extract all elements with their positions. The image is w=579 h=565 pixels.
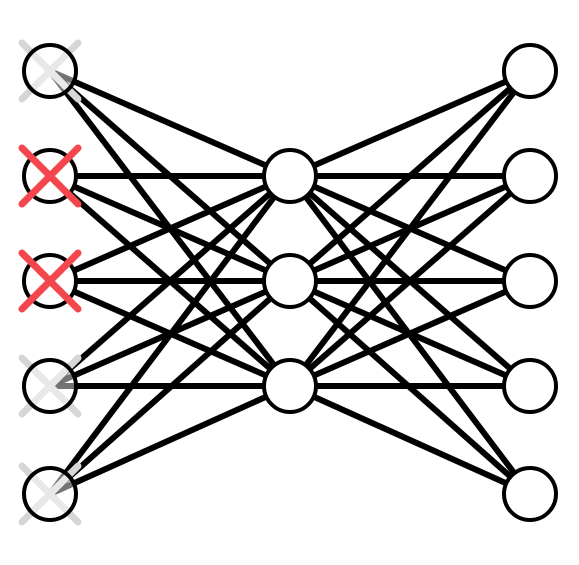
edge-input-5-to-hidden-3 (47, 383, 293, 497)
edge-input-4-to-hidden-1 (47, 173, 293, 389)
output-node-5 (502, 466, 558, 522)
red-cross-icon-input-2 (18, 144, 82, 208)
input-node-5 (22, 466, 78, 522)
edge-hidden-2-to-output-1 (287, 68, 533, 284)
edge-hidden-3-to-output-1 (287, 68, 533, 389)
edge-input-5-to-hidden-1 (47, 173, 293, 497)
hidden-node-1 (262, 148, 318, 204)
edge-hidden-3-to-output-3 (287, 278, 533, 389)
edge-input-1-to-hidden-1 (47, 68, 293, 179)
output-node-4 (502, 358, 558, 414)
edge-hidden-3-to-output-2 (287, 173, 533, 389)
hidden-node-3 (262, 358, 318, 414)
output-node-1 (502, 43, 558, 99)
edge-input-5-to-hidden-2 (47, 278, 293, 497)
edge-hidden-1-to-output-1 (287, 68, 533, 179)
output-node-3 (502, 253, 558, 309)
network-nodes (22, 43, 558, 522)
output-node-2 (502, 148, 558, 204)
hidden-node-2 (262, 253, 318, 309)
red-cross-marks (18, 144, 82, 313)
edge-input-3-to-hidden-1 (47, 173, 293, 284)
connection-edges (47, 68, 533, 497)
edge-hidden-3-to-output-5 (287, 383, 533, 497)
input-node-1 (22, 43, 78, 99)
red-cross-icon-input-3 (18, 249, 82, 313)
input-node-4 (22, 358, 78, 414)
